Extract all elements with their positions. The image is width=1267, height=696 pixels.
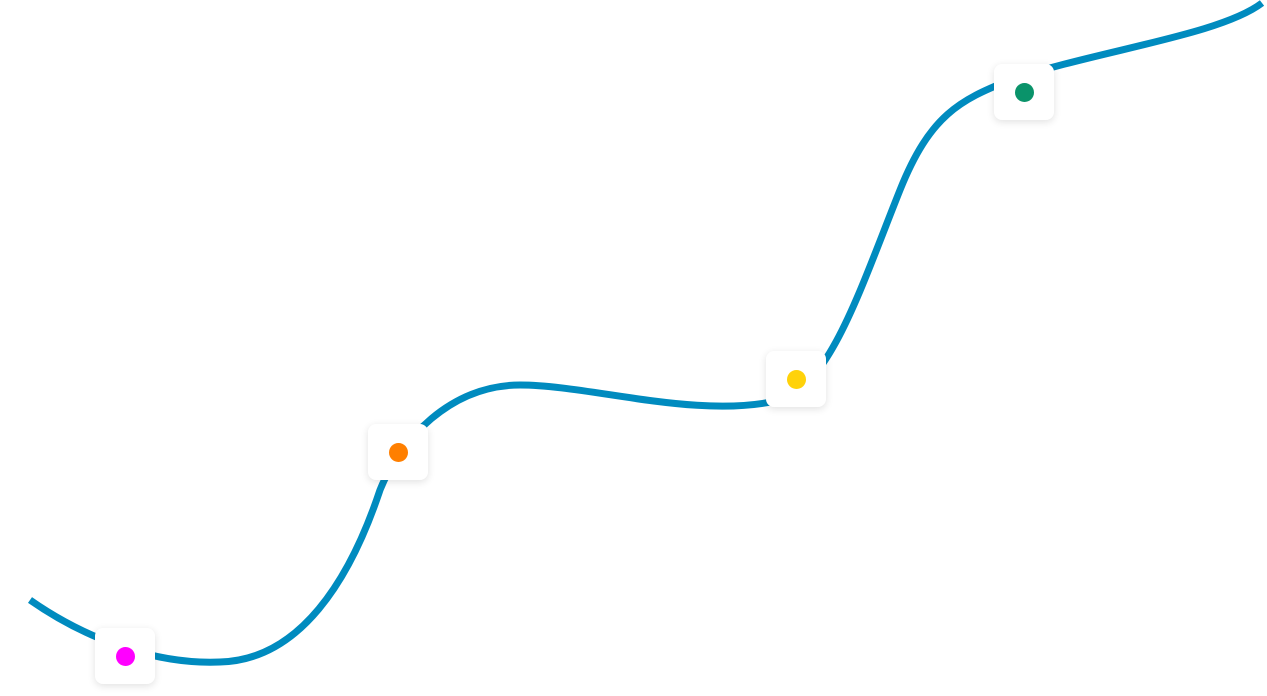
marker-1[interactable]	[95, 628, 155, 684]
dot-icon	[1014, 82, 1034, 102]
dot-icon	[388, 442, 408, 462]
dot-icon	[786, 369, 806, 389]
curve-line	[27, 0, 1265, 666]
marker-2[interactable]	[368, 424, 428, 480]
marker-3[interactable]	[766, 351, 826, 407]
marker-4[interactable]	[994, 64, 1054, 120]
dot-icon	[115, 646, 135, 666]
